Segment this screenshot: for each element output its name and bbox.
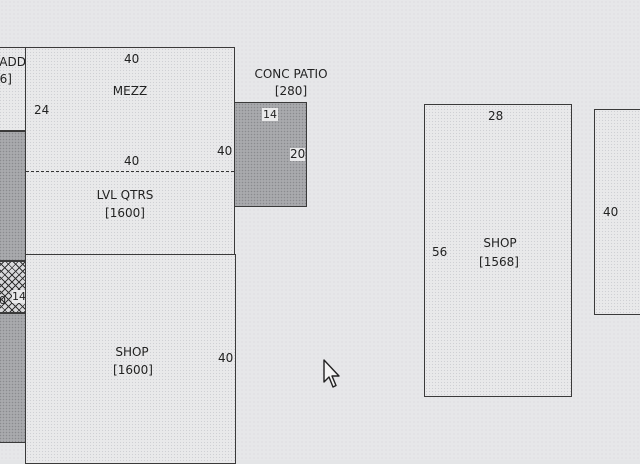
conc-patio-top-dim: 14 <box>262 108 278 121</box>
mouse-cursor-icon <box>323 359 340 388</box>
lvl-qtrs-right-dim: 40 <box>217 144 233 158</box>
lvl-qtrs-label: LVL QTRS <box>96 188 154 202</box>
mezz-top-dim: 40 <box>124 52 140 66</box>
mezz-label: MEZZ <box>112 84 148 98</box>
add-area: 6] <box>0 72 12 86</box>
shop-left-label: SHOP <box>115 345 149 359</box>
left-shaded-room[interactable] <box>0 131 26 261</box>
add-room[interactable] <box>0 47 26 131</box>
far-right-room[interactable] <box>594 109 640 315</box>
shop-right-label: SHOP <box>483 236 517 250</box>
shop-left-area: [1600] <box>113 363 153 377</box>
conc-patio-right-dim: 20 <box>290 147 306 161</box>
shop-right-left-dim: 56 <box>432 245 448 259</box>
shop-right-area: [1568] <box>479 255 519 269</box>
shop-right-room[interactable] <box>424 104 572 397</box>
mezz-left-dim: 24 <box>34 103 50 117</box>
shop-left-right-dim: 40 <box>218 351 234 365</box>
conc-patio-label: CONC PATIO <box>254 67 328 81</box>
shop-right-top-dim: 28 <box>488 109 504 123</box>
lvl-qtrs-area: [1600] <box>105 206 145 220</box>
small-hatch-dim-1: 10 <box>0 294 6 307</box>
mezz-divider <box>26 171 234 172</box>
left-lower-shaded-room[interactable] <box>0 313 26 443</box>
shop-left-room[interactable] <box>25 254 236 464</box>
lvl-qtrs-top-dim: 40 <box>124 154 140 168</box>
small-hatch-dim-2: 14 <box>12 290 26 303</box>
mezz-lvl-qtrs-room[interactable] <box>25 47 235 255</box>
conc-patio-area: [280] <box>274 84 308 98</box>
add-label: ADD <box>0 55 26 69</box>
far-right-left-dim: 40 <box>603 205 619 219</box>
